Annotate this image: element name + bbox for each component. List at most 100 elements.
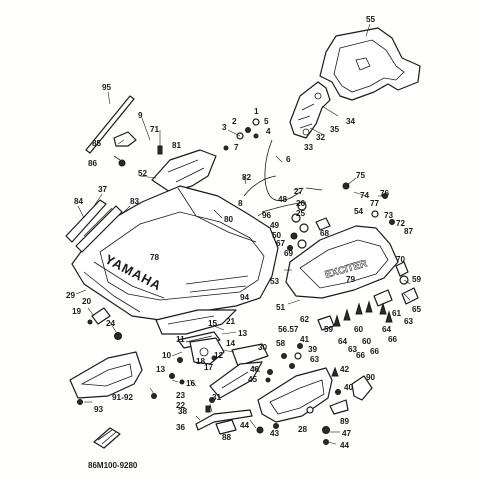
callout-7: 7 [234, 143, 239, 152]
callout-1: 1 [254, 107, 259, 116]
callout-64: 64 [382, 325, 392, 334]
part-53-side-panel: EXCITER [285, 225, 399, 299]
callout-12: 12 [214, 351, 224, 360]
callout-73: 73 [384, 211, 394, 220]
callout-42: 42 [340, 365, 350, 374]
callout-38: 38 [178, 407, 188, 416]
part-91-92-guard [69, 351, 157, 405]
callout-51: 51 [276, 303, 286, 312]
callout-70: 70 [396, 255, 406, 264]
callout-27: 27 [294, 187, 304, 196]
callout-34: 34 [346, 117, 356, 126]
callout-89: 89 [340, 417, 350, 426]
callout-5657: 56.57 [278, 325, 299, 334]
part-81-mount [151, 149, 217, 193]
callout-17: 17 [204, 363, 214, 372]
callout-25: 25 [296, 209, 306, 218]
part-84-strip [65, 199, 123, 253]
callout-60a: 60 [354, 325, 364, 334]
callout-77: 77 [370, 199, 380, 208]
callout-55: 55 [366, 15, 376, 24]
callout-87: 87 [404, 227, 414, 236]
callout-48: 48 [278, 195, 288, 204]
callout-33: 33 [304, 143, 314, 152]
callout-50: 50 [272, 231, 282, 240]
drawing-code: 86M100-9280 [88, 461, 138, 470]
callout-58: 58 [276, 339, 286, 348]
callout-85: 85 [92, 139, 102, 148]
callout-41: 41 [300, 335, 310, 344]
callout-66c: 66 [356, 351, 366, 360]
callout-63a: 63 [404, 317, 414, 326]
callout-82: 82 [242, 173, 252, 182]
callout-39: 39 [308, 345, 318, 354]
callout-52: 52 [138, 169, 148, 178]
part-center-bracket [169, 337, 225, 385]
callout-62: 62 [300, 315, 310, 324]
callout-21: 21 [226, 317, 236, 326]
callout-30: 30 [258, 343, 268, 352]
small-fasteners [113, 118, 395, 225]
callout-2: 2 [232, 117, 237, 126]
part-85-bracket [113, 131, 137, 147]
callout-37: 37 [98, 185, 108, 194]
part-55-panel [319, 27, 421, 101]
callout-36: 36 [176, 423, 186, 432]
callout-86: 86 [88, 159, 98, 168]
bolt-group-center [265, 343, 303, 383]
callout-65: 65 [412, 305, 422, 314]
callout-69: 69 [284, 249, 294, 258]
callout-8: 8 [238, 199, 243, 208]
callout-49: 49 [270, 221, 280, 230]
callout-43: 43 [270, 429, 280, 438]
callout-96: 96 [262, 211, 272, 220]
part-28-lower-cover [257, 367, 333, 423]
callout-labels: 55 95 35 34 32 33 85 9 71 3 2 5 4 1 7 81… [66, 15, 422, 450]
callout-63b: 63 [348, 345, 358, 354]
callout-10: 10 [162, 351, 172, 360]
callout-91-92: 91-92 [112, 393, 133, 402]
callout-44a: 44 [240, 421, 250, 430]
callout-64b: 64 [338, 337, 348, 346]
callout-78: 78 [150, 253, 160, 262]
callout-44b: 44 [340, 441, 350, 450]
callout-35: 35 [330, 125, 340, 134]
part-lower-plate [155, 309, 237, 349]
part-88 [215, 419, 237, 435]
callout-46: 46 [250, 365, 260, 374]
hood-main: YAMAHA [71, 185, 279, 321]
callout-29: 29 [66, 291, 76, 300]
callout-22: 22 [176, 401, 186, 410]
callout-26: 26 [296, 199, 306, 208]
callout-95: 95 [102, 83, 112, 92]
grommet-cluster [287, 201, 409, 285]
part-36-strip [195, 397, 253, 431]
callout-24: 24 [106, 319, 116, 328]
callout-15: 15 [208, 319, 218, 328]
right-small-parts [256, 366, 373, 445]
callout-20: 20 [82, 297, 92, 306]
callout-79: 79 [346, 275, 356, 284]
callout-80: 80 [224, 215, 234, 224]
callout-84: 84 [74, 197, 84, 206]
callout-54: 54 [354, 207, 364, 216]
callout-81: 81 [172, 141, 182, 150]
callout-5: 5 [264, 117, 269, 126]
lower-right-fasteners [317, 287, 419, 331]
callout-23: 23 [176, 391, 186, 400]
left-small-parts [87, 307, 122, 340]
callout-72: 72 [396, 219, 406, 228]
callout-31: 31 [212, 393, 222, 402]
callout-59b: 59 [324, 325, 334, 334]
callout-28: 28 [298, 425, 308, 434]
callout-61: 61 [392, 309, 402, 318]
callout-94: 94 [240, 293, 250, 302]
callout-66a: 66 [388, 335, 398, 344]
callout-60b: 60 [362, 337, 372, 346]
callout-3: 3 [222, 123, 227, 132]
callout-90: 90 [366, 373, 376, 382]
callout-74: 74 [360, 191, 370, 200]
part-30-bracket [209, 343, 269, 399]
callout-59a: 59 [412, 275, 422, 284]
